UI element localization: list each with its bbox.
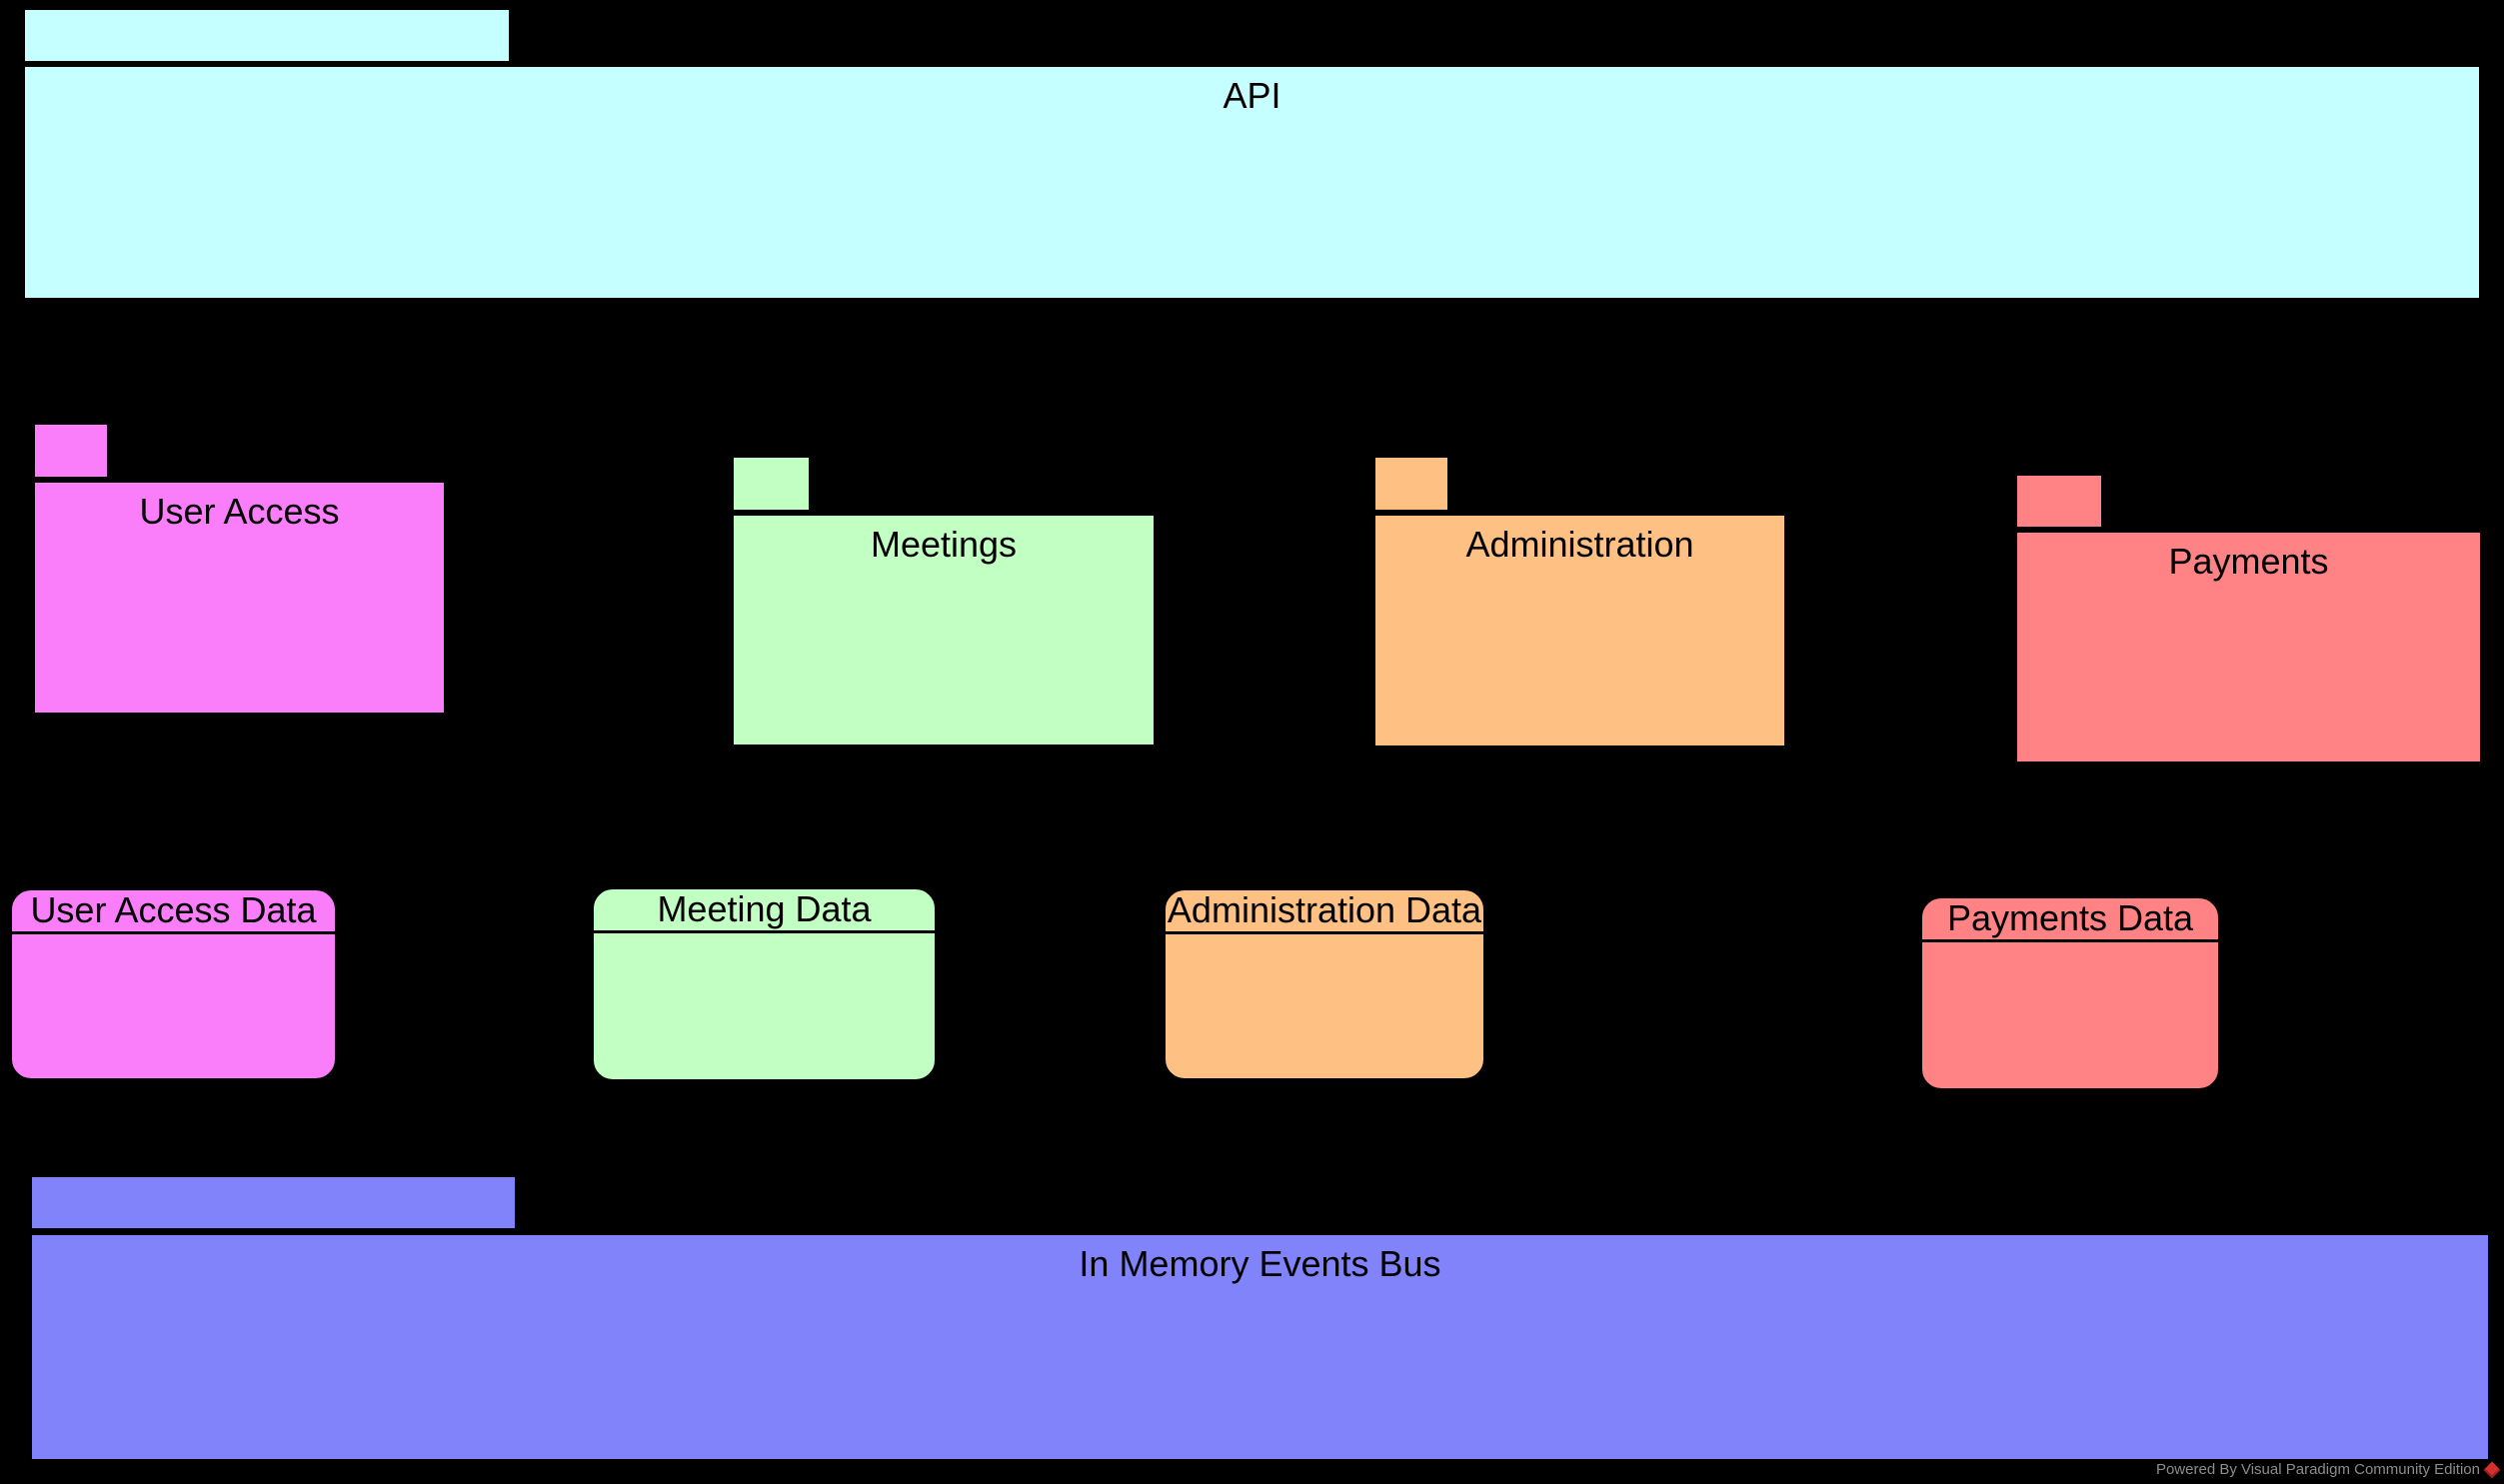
package-meetings[interactable]: Meetings (731, 455, 1157, 747)
package-administration-tab (1372, 455, 1450, 513)
package-meetings-label: Meetings (870, 524, 1018, 565)
node-user-access-data-label: User Access Data (12, 890, 335, 934)
package-user-access-label: User Access (139, 491, 340, 532)
node-meeting-data-label: Meeting Data (594, 889, 935, 933)
package-api[interactable]: API (22, 7, 2482, 301)
package-api-tab (22, 7, 512, 64)
package-payments-tab (2014, 473, 2104, 530)
package-user-access[interactable]: User Access (32, 422, 447, 716)
package-payments-body: Payments (2014, 530, 2483, 764)
node-payments-data-label: Payments Data (1922, 898, 2218, 942)
package-payments-label: Payments (2168, 541, 2329, 582)
package-meetings-body: Meetings (731, 513, 1157, 747)
watermark: Powered By Visual Paradigm Community Edi… (2155, 1461, 2501, 1479)
visual-paradigm-diamond-icon (2483, 1461, 2501, 1479)
package-meetings-tab (731, 455, 812, 513)
package-api-label: API (1223, 75, 1281, 116)
package-administration-body: Administration (1372, 513, 1787, 748)
node-administration-data-label: Administration Data (1166, 890, 1483, 934)
package-administration[interactable]: Administration (1372, 455, 1787, 748)
package-user-access-tab (32, 422, 110, 480)
package-administration-label: Administration (1465, 524, 1694, 565)
package-events-bus-label: In Memory Events Bus (1079, 1243, 1441, 1284)
package-events-bus-tab (29, 1174, 518, 1231)
node-administration-data[interactable]: Administration Data (1163, 887, 1486, 1081)
package-events-bus[interactable]: In Memory Events Bus (29, 1174, 2491, 1462)
package-events-bus-body: In Memory Events Bus (29, 1232, 2491, 1462)
package-api-body: API (22, 64, 2482, 301)
package-payments[interactable]: Payments (2014, 473, 2483, 764)
node-meeting-data[interactable]: Meeting Data (591, 886, 938, 1082)
watermark-text: Powered By Visual Paradigm Community Edi… (2155, 1461, 2480, 1478)
node-payments-data[interactable]: Payments Data (1919, 895, 2221, 1091)
node-user-access-data[interactable]: User Access Data (9, 887, 338, 1081)
package-user-access-body: User Access (32, 480, 447, 716)
